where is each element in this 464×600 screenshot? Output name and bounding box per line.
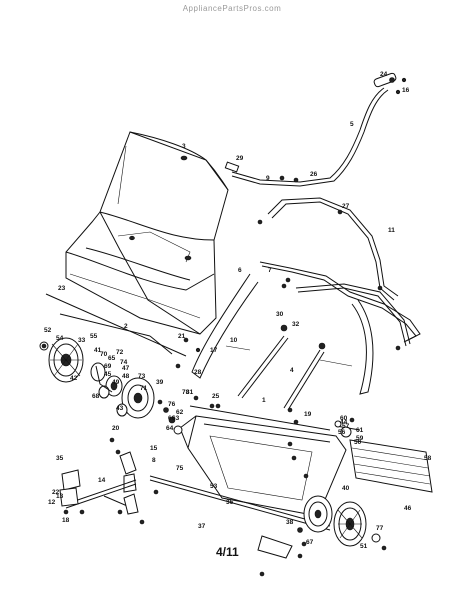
watermark: AppliancePartsPros.com [182, 4, 282, 13]
left-gear-assembly [90, 362, 183, 435]
callout-15: 15 [150, 445, 158, 452]
callout-35: 35 [56, 455, 64, 462]
callout-76: 76 [168, 401, 176, 408]
right-gear-assembly [257, 495, 333, 559]
callout-29: 29 [236, 155, 244, 162]
axle [149, 475, 331, 527]
callout-74: 74 [120, 359, 128, 366]
callout-16: 16 [402, 87, 410, 94]
callout-38: 38 [286, 519, 294, 526]
callout-26: 26 [310, 171, 318, 178]
callout-18: 18 [62, 517, 70, 524]
brush-roller [334, 417, 433, 493]
callout-65: 65 [108, 355, 116, 362]
callout-37: 37 [198, 523, 206, 530]
callout-69: 69 [104, 363, 112, 370]
callout-61: 61 [356, 427, 364, 434]
callout-42: 42 [70, 375, 78, 382]
side-panels [191, 273, 374, 395]
callout-21: 21 [178, 333, 186, 340]
callout-58: 58 [424, 455, 432, 462]
callout-6: 6 [238, 267, 242, 274]
callout-28: 28 [194, 369, 202, 376]
callout-59: 59 [356, 435, 364, 442]
callout-78: 78 [182, 389, 190, 396]
callout-30: 30 [276, 311, 284, 318]
callout-11: 11 [388, 227, 395, 234]
wheel-brackets [59, 437, 159, 525]
callout-73: 73 [138, 373, 146, 380]
callout-77: 77 [376, 525, 384, 532]
callout-75: 75 [176, 465, 184, 472]
callout-23: 23 [58, 285, 66, 292]
callout-41: 41 [94, 347, 102, 354]
callout-70: 70 [100, 351, 108, 358]
callout-1: 1 [262, 397, 266, 404]
handle-frame [259, 197, 421, 347]
callout-64: 64 [166, 425, 174, 432]
callout-57: 57 [342, 423, 350, 430]
callout-20: 20 [112, 425, 120, 432]
hardware [175, 175, 401, 577]
callout-36: 36 [226, 499, 234, 506]
callout-32: 32 [292, 321, 300, 328]
brush-bars [237, 324, 326, 411]
page-number: 4/11 [216, 545, 239, 559]
callout-51: 51 [360, 543, 368, 550]
callout-22: 22 [52, 489, 60, 496]
callout-66: 66 [168, 415, 176, 422]
callout-10: 10 [230, 337, 238, 344]
callout-56: 56 [338, 429, 346, 436]
callout-55: 55 [90, 333, 98, 340]
callout-50: 50 [354, 439, 362, 446]
callout-24: 24 [380, 71, 388, 78]
callout-39: 39 [156, 379, 164, 386]
callout-4: 4 [290, 367, 294, 374]
callout-44: 44 [340, 419, 348, 426]
callout-12: 12 [48, 499, 56, 506]
grass-bag [65, 131, 229, 335]
callout-40: 40 [342, 485, 350, 492]
callout-43: 43 [116, 405, 124, 412]
callout-7: 7 [268, 267, 272, 274]
callout-8: 8 [152, 457, 156, 464]
callout-14: 14 [98, 477, 106, 484]
callout-31: 31 [186, 389, 194, 396]
callout-46: 46 [404, 505, 412, 512]
callout-52: 52 [44, 327, 52, 334]
callout-33: 33 [78, 337, 86, 344]
callout-54: 54 [56, 335, 64, 342]
callout-63: 63 [172, 415, 180, 422]
hopper-housing [179, 405, 347, 517]
callout-47: 47 [122, 365, 130, 372]
callout-19: 19 [304, 411, 312, 418]
callout-72: 72 [116, 349, 124, 356]
callout-2: 2 [124, 323, 128, 330]
bag-rods [45, 293, 187, 357]
right-wheel [333, 501, 387, 551]
callout-71: 71 [140, 385, 148, 392]
callout-9: 9 [266, 175, 270, 182]
callout-3: 3 [182, 143, 186, 150]
callout-49: 49 [112, 379, 120, 386]
callout-5: 5 [350, 121, 354, 128]
callout-62: 62 [176, 409, 184, 416]
callout-67: 67 [306, 539, 314, 546]
callout-45: 45 [104, 371, 112, 378]
callout-68: 68 [92, 393, 100, 400]
callout-48: 48 [122, 373, 130, 380]
callout-17: 17 [210, 347, 218, 354]
callout-27: 27 [342, 203, 350, 210]
callout-53: 53 [210, 483, 218, 490]
callout-25: 25 [212, 393, 220, 400]
left-wheel [39, 337, 84, 383]
callout-13: 13 [56, 493, 64, 500]
upper-handle [224, 72, 407, 187]
callout-60: 60 [340, 415, 348, 422]
